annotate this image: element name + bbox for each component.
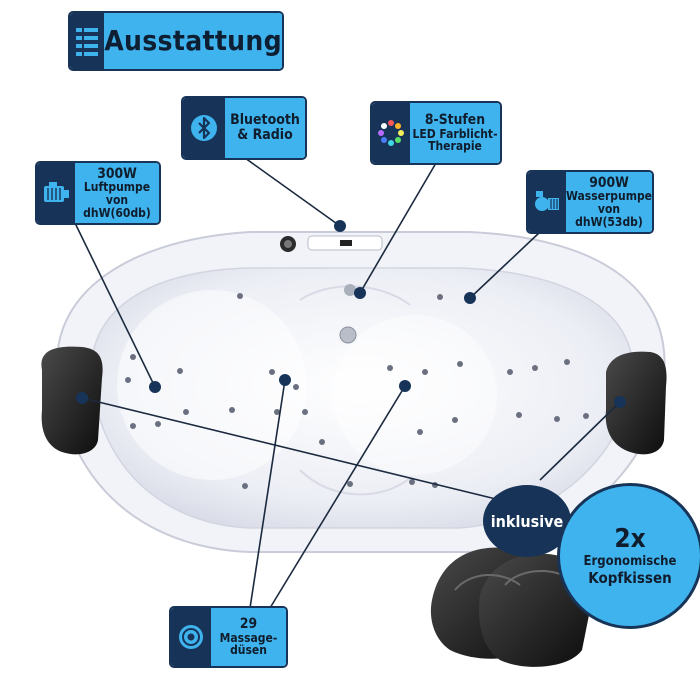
air-pump-icon: [37, 163, 75, 223]
feature-line: LED Farblicht-: [412, 126, 498, 141]
jet-nozzle-icon: [171, 608, 211, 666]
inclusive-badge: inklusive: [483, 485, 571, 557]
pillow-line: Kopfkissen: [588, 569, 672, 588]
feature-bluetooth: Bluetooth & Radio: [183, 98, 305, 158]
led-dots-icon: [372, 103, 410, 163]
inclusive-label: inklusive: [490, 511, 564, 531]
feature-line: Massage-: [219, 630, 278, 645]
feature-line: Bluetooth: [230, 112, 300, 129]
feature-line: Luftpumpe: [83, 180, 151, 195]
bathtub: [41, 231, 667, 553]
headrest-left: [41, 346, 103, 455]
pillow-badge: 2x Ergonomische Kopfkissen: [557, 483, 700, 629]
pointer-lines: [74, 157, 626, 609]
feature-line: Therapie: [428, 139, 482, 154]
feature-water-pump: 900W Wasserpumpe von dhW(53db): [528, 172, 652, 232]
feature-line: & Radio: [237, 127, 293, 143]
feature-line: 300W: [97, 165, 137, 182]
feature-line: düsen: [230, 643, 267, 658]
feature-line: von dhW(53db): [575, 201, 643, 229]
bluetooth-icon: [183, 98, 225, 158]
feature-line: 8-Stufen: [424, 112, 486, 129]
headrest-right: [605, 351, 667, 455]
water-pump-icon: [528, 172, 566, 232]
page-title: Ausstattung: [104, 13, 282, 69]
list-icon: [70, 13, 105, 69]
feature-air-pump: 300W Luftpumpe von dhW(60db): [37, 163, 159, 223]
pillow-count: 2x: [614, 523, 646, 554]
feature-led: 8-Stufen LED Farblicht- Therapie: [372, 103, 500, 163]
pillow-line: Ergonomische: [583, 553, 677, 569]
feature-line: Wasserpumpe: [566, 189, 652, 204]
feature-line: 29: [239, 616, 258, 633]
feature-line: von dhW(60db): [83, 192, 151, 220]
feature-jets: 29 Massage- düsen: [171, 608, 286, 666]
section-title: Ausstattung: [70, 13, 282, 69]
feature-line: 900W: [589, 174, 629, 191]
